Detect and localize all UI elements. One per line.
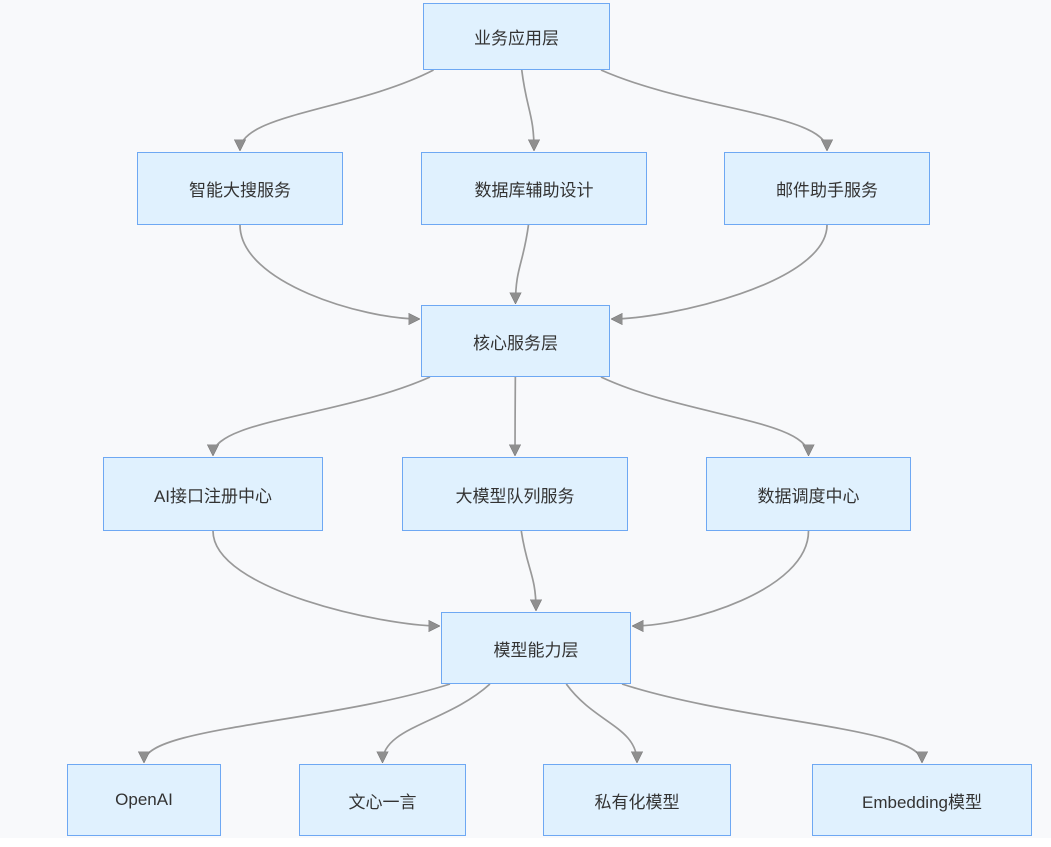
node-label: 邮件助手服务 [776,181,878,200]
node-label: Embedding模型 [861,792,982,812]
edge-model-capability-layer--openai [144,683,451,762]
node-label: 业务应用层 [474,29,559,48]
node-label: 模型能力层 [493,640,579,660]
node-llm-queue-service: 大模型队列服务 [402,457,628,531]
edge-business-app-layer--email-assistant-service [600,69,827,150]
edge-business-app-layer--database-assist-design [520,69,534,150]
node-ai-api-registry: AI接口注册中心 [103,457,323,531]
node-core-service-layer: 核心服务层 [421,305,610,377]
node-label: 文心一言 [348,792,417,812]
node-business-app-layer: 业务应用层 [423,3,610,70]
edge-business-app-layer--smart-search-service [240,69,434,150]
edge-model-capability-layer--embedding-model [621,683,922,762]
node-label: 数据调度中心 [757,486,860,506]
node-private-model: 私有化模型 [543,764,731,836]
edge-core-service-layer--data-dispatch-center [600,376,809,455]
node-label: 核心服务层 [473,333,558,353]
edge-data-dispatch-center--model-capability-layer [633,530,810,626]
edge-ai-api-registry--model-capability-layer [212,530,439,626]
node-model-capability-layer: 模型能力层 [441,612,631,684]
edge-core-service-layer--ai-api-registry [213,376,431,455]
node-embedding-model: Embedding模型 [812,764,1032,836]
node-openai: OpenAI [67,764,221,836]
node-email-assistant-service: 邮件助手服务 [724,152,930,225]
node-data-dispatch-center: 数据调度中心 [706,457,911,531]
node-label: 大模型队列服务 [455,486,575,506]
node-label: 智能大搜服务 [189,181,291,200]
node-wenxin-yiyan: 文心一言 [299,764,466,836]
node-database-assist-design: 数据库辅助设计 [421,152,647,225]
edge-model-capability-layer--private-model [565,683,637,762]
node-label: OpenAI [115,790,173,809]
edge-model-capability-layer--wenxin-yiyan [383,683,491,762]
edge-database-assist-design--core-service-layer [516,224,530,303]
edge-email-assistant-service--core-service-layer [612,224,828,319]
edge-llm-queue-service--model-capability-layer [520,530,536,610]
node-label: 私有化模型 [594,792,680,812]
edge-smart-search-service--core-service-layer [239,224,419,319]
node-label: AI接口注册中心 [153,486,273,506]
node-label: 数据库辅助设计 [474,181,594,200]
node-smart-search-service: 智能大搜服务 [137,152,343,225]
